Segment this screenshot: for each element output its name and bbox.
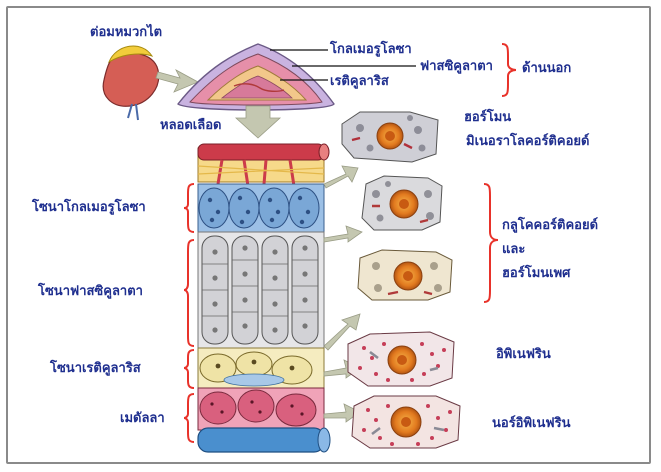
label-hormone: ฮอร์โมน [464, 110, 511, 125]
cell-norepinephrine [352, 396, 460, 448]
label-mineralocorticoid: มิเนอราโลคอร์ติคอยด์ [466, 134, 589, 149]
label-zona-reticularis: เรติคูลาริส [330, 74, 389, 89]
cell-mineralocorticoid [342, 112, 438, 162]
artery-icon [198, 144, 324, 160]
label-zona-glomerulosa: โกลเมอรูโลซา [330, 42, 412, 57]
label-norepinephrine: นอร์อิพิเนฟริน [492, 416, 570, 431]
arrows-to-cells [324, 166, 362, 422]
label-and: และ [502, 242, 525, 257]
adrenal-cross-section [178, 44, 334, 110]
cell-sex-hormone [358, 250, 452, 300]
label-blood-vessel: หลอดเลือด [160, 118, 221, 133]
vein-icon [198, 428, 324, 452]
cell-epinephrine [348, 332, 454, 386]
label-zone-fasciculata: โซนาฟาสซิคูลาตา [38, 284, 143, 299]
label-adrenal-gland: ต่อมหมวกไต [90, 25, 162, 40]
label-zone-glomerulosa: โซนาโกลเมอรูโลซา [32, 200, 146, 215]
tissue-column [198, 144, 330, 452]
label-zona-fasciculata: ฟาสซิคูลาตา [420, 59, 493, 74]
label-medulla: เมดัลลา [120, 411, 165, 426]
label-cortex: ด้านนอก [522, 61, 571, 76]
cortex-bracket [502, 44, 516, 96]
cell-glucocorticoid [362, 176, 442, 230]
arrow-gland-to-tissue [236, 106, 280, 138]
diagram-frame: ต่อมหมวกไต โกลเมอรูโลซา ฟาสซิคูลาตา เรติ… [6, 6, 651, 464]
label-epinephrine: อิพิเนฟริน [496, 347, 551, 362]
label-sex-hormone: ฮอร์โมนเพศ [502, 266, 570, 281]
label-zone-reticularis: โซนาเรติคูลาริส [50, 361, 141, 376]
label-glucocorticoid: กลูโคคอร์ติคอยด์ [502, 218, 598, 233]
kidney-icon [103, 46, 158, 120]
